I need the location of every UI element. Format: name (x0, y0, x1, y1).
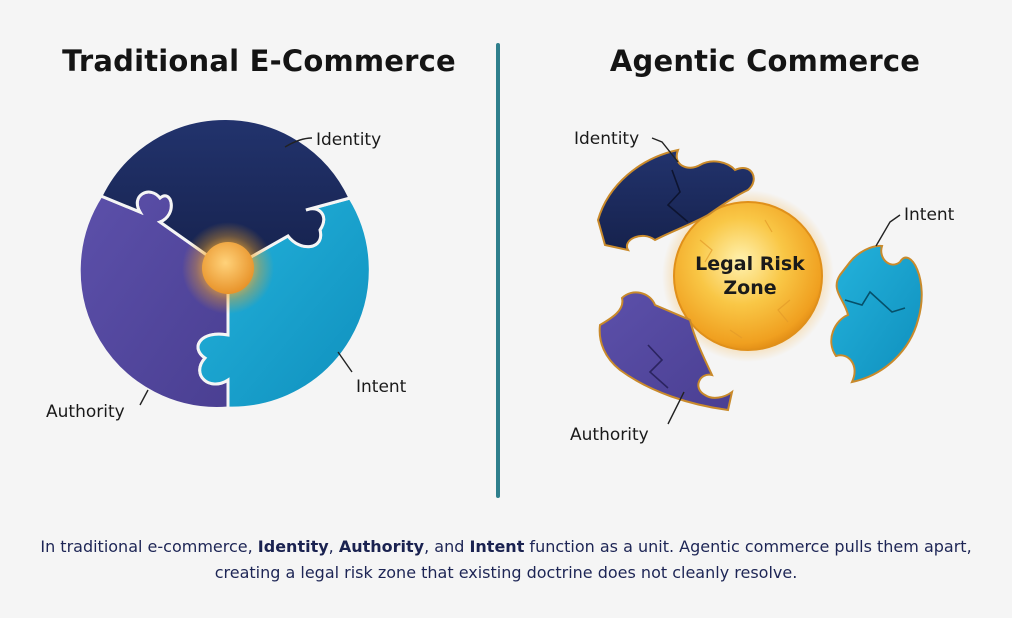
authority-crack (647, 344, 669, 389)
caption-bold-identity: Identity (257, 537, 329, 556)
traditional-title: Traditional E-Commerce (62, 44, 456, 78)
agentic-intent-leader (875, 214, 901, 247)
orb-texture (699, 219, 791, 339)
agentic-authority-leader (667, 391, 685, 425)
agentic-label-authority: Authority (570, 425, 649, 445)
authority-piece-broken (598, 291, 734, 412)
label-identity: Identity (316, 130, 381, 150)
caption-bold-intent: Intent (469, 537, 525, 556)
authority-leader (139, 389, 149, 406)
label-authority: Authority (46, 402, 125, 422)
risk-zone-line2: Zone (723, 277, 776, 299)
intent-leader (337, 351, 353, 373)
caption-text-4: function as a unit. Agentic commerce pul… (214, 537, 972, 582)
risk-zone-line1: Legal Risk (695, 253, 805, 275)
caption-text-3: , and (424, 537, 470, 556)
label-intent: Intent (356, 377, 407, 397)
identity-leader (284, 137, 313, 148)
identity-piece-broken (596, 148, 755, 252)
agentic-identity-leader (651, 137, 679, 163)
agentic-title: Agentic Commerce (609, 44, 921, 78)
agentic-label-intent: Intent (904, 205, 955, 225)
caption-text-1: In traditional e-commerce, (40, 537, 258, 556)
intent-crack (844, 290, 906, 313)
caption-bold-authority: Authority (338, 537, 425, 556)
agentic-label-identity: Identity (574, 129, 639, 149)
panel-divider (496, 43, 500, 498)
caption: In traditional e-commerce, Identity, Aut… (30, 534, 982, 586)
traditional-puzzle: Identity Intent Authority (46, 117, 407, 422)
glow-orb (202, 242, 254, 294)
agentic-puzzle: Legal Risk Zone Identity Intent Authorit… (570, 129, 955, 445)
identity-piece (98, 117, 353, 272)
identity-crack (666, 169, 689, 223)
caption-text-2: , (328, 537, 339, 556)
risk-zone-orb (673, 201, 823, 351)
intent-piece-broken (830, 244, 923, 384)
